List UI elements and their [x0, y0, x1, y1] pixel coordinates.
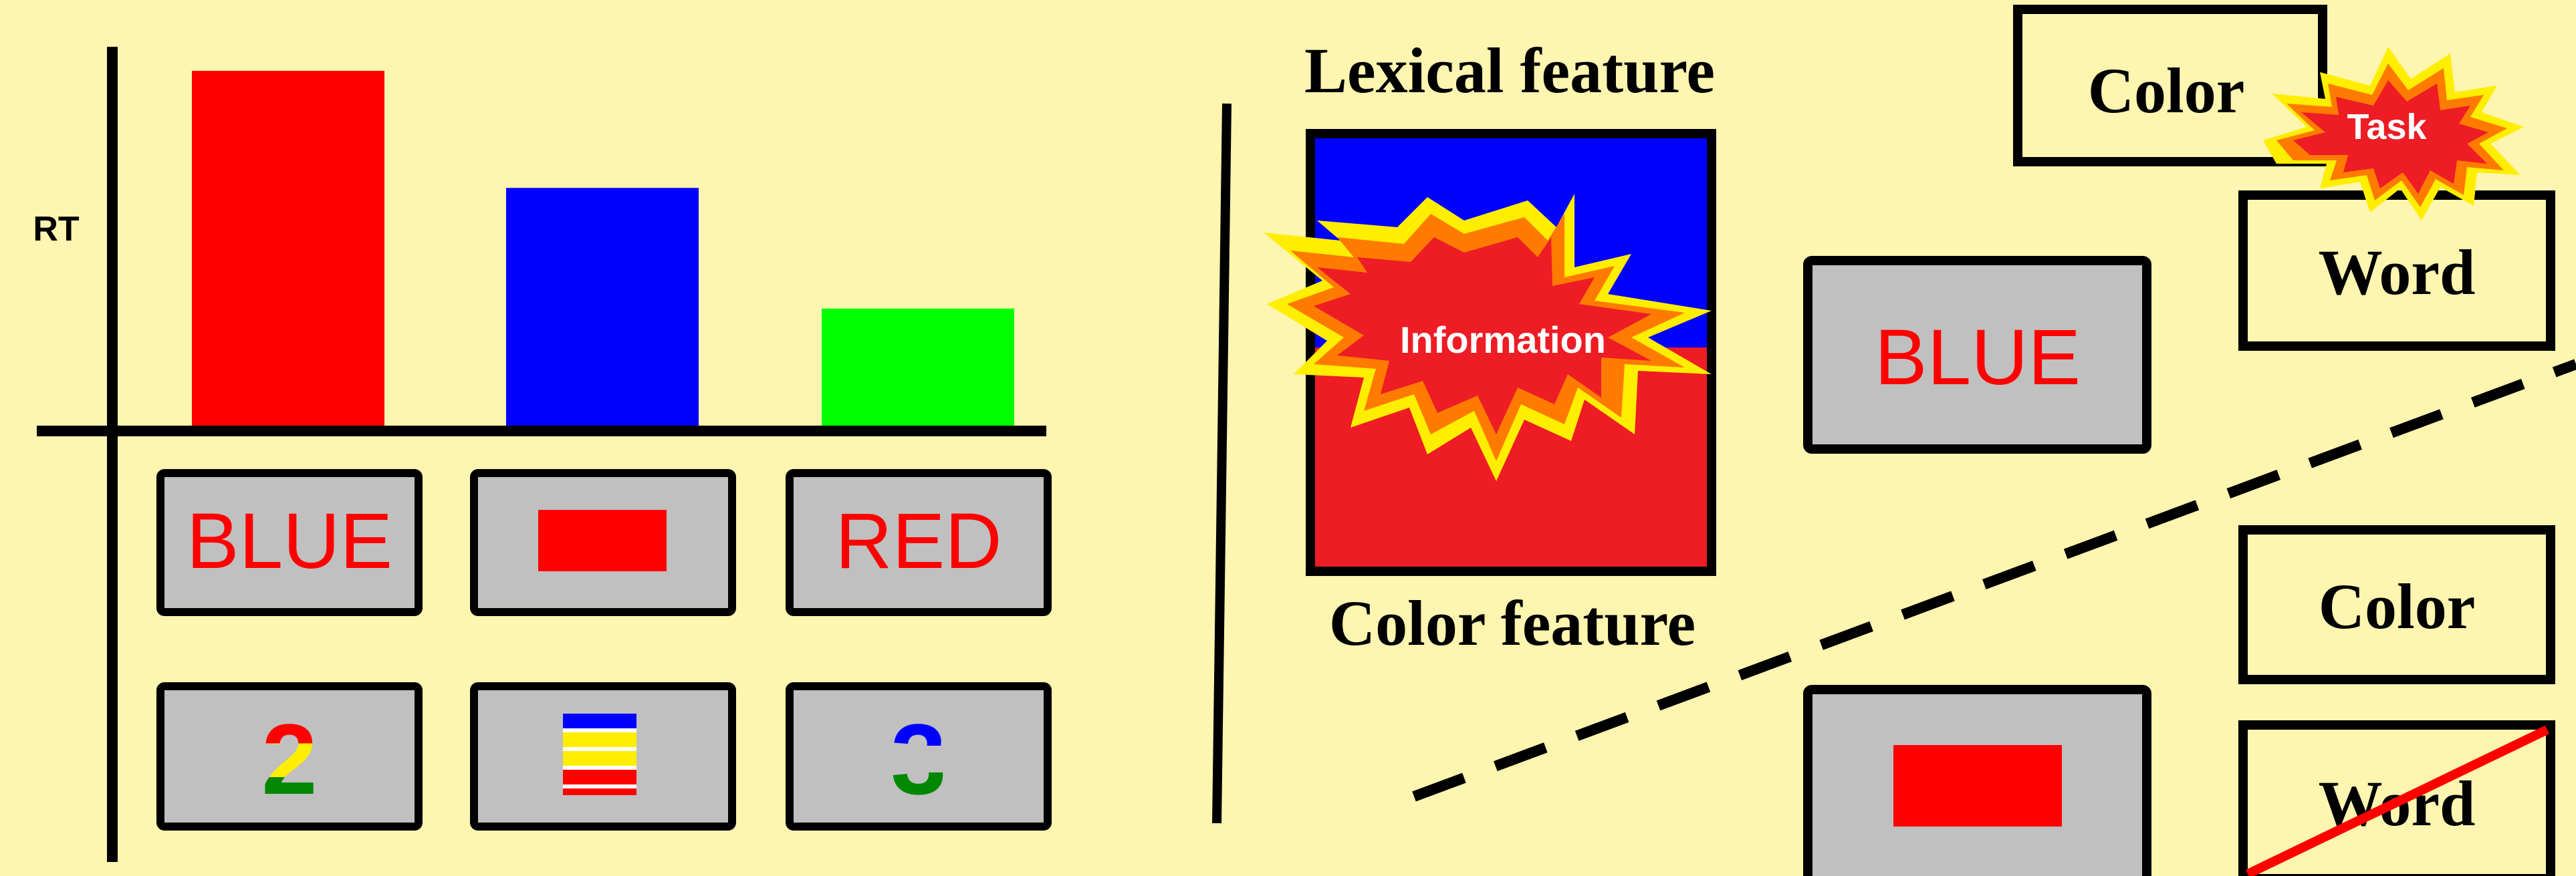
- bottom-options: Color Word: [2238, 525, 2555, 876]
- stimulus-panel-digit-3: 3: [786, 682, 1052, 831]
- stimulus-digit-2: 2: [261, 703, 317, 815]
- word-stimulus-blue: BLUE: [1875, 313, 2081, 402]
- bar-1: [192, 71, 384, 426]
- vertical-divider: [1212, 103, 1232, 824]
- task-label: Task: [2347, 107, 2427, 147]
- stimulus-panel-digit-2: 2: [156, 682, 423, 831]
- feature-box-outline: [1306, 129, 1716, 576]
- word-stimulus-panel: BLUE: [1803, 256, 2151, 454]
- rt-chart: RT: [33, 47, 1046, 862]
- bar-2: [506, 188, 699, 426]
- lexical-feature-label: Lexical feature: [1304, 35, 1715, 106]
- patch-stimulus-panel: [1803, 685, 2151, 876]
- option-box-word-top: [2238, 190, 2555, 351]
- burst-inner: [1314, 237, 1651, 434]
- option-box-color-top: [2013, 5, 2327, 166]
- option-label-word-top: Word: [2319, 237, 2476, 308]
- stimulus-row-2: 2 3: [156, 682, 1052, 831]
- stimulus-panel-word-blue: BLUE: [156, 469, 423, 616]
- option-label-color-top: Color: [2088, 55, 2245, 126]
- information-burst: Information: [1264, 194, 1712, 481]
- striped-patch: [563, 714, 636, 795]
- color-patch: [538, 510, 667, 571]
- task-burst-inner: [2293, 80, 2488, 194]
- top-options: Color Word: [2013, 5, 2555, 351]
- stimulus-word-blue: BLUE: [187, 497, 392, 585]
- task-burst: Task: [2263, 47, 2524, 221]
- information-label: Information: [1400, 319, 1606, 361]
- stimulus-row-1: BLUE RED: [156, 469, 1052, 616]
- option-label-color-bottom: Color: [2319, 571, 2476, 642]
- stimulus-word-red: RED: [835, 497, 1002, 585]
- y-axis-label: RT: [33, 210, 80, 249]
- stimulus-panel-word-red: RED: [786, 469, 1052, 616]
- stimulus-panel-stripes: [470, 682, 736, 831]
- strikethrough-line: [2245, 725, 2550, 876]
- patch-stimulus-red: [1893, 745, 2062, 827]
- bars-group: [192, 71, 1014, 426]
- dashed-divider: [1412, 359, 2576, 802]
- stimulus-digit-3: 3: [891, 703, 946, 815]
- stimulus-panel-color-patch: [470, 469, 736, 616]
- option-box-color-bottom: [2238, 525, 2555, 684]
- color-feature-label: Color feature: [1329, 587, 1695, 659]
- bar-3: [822, 308, 1014, 426]
